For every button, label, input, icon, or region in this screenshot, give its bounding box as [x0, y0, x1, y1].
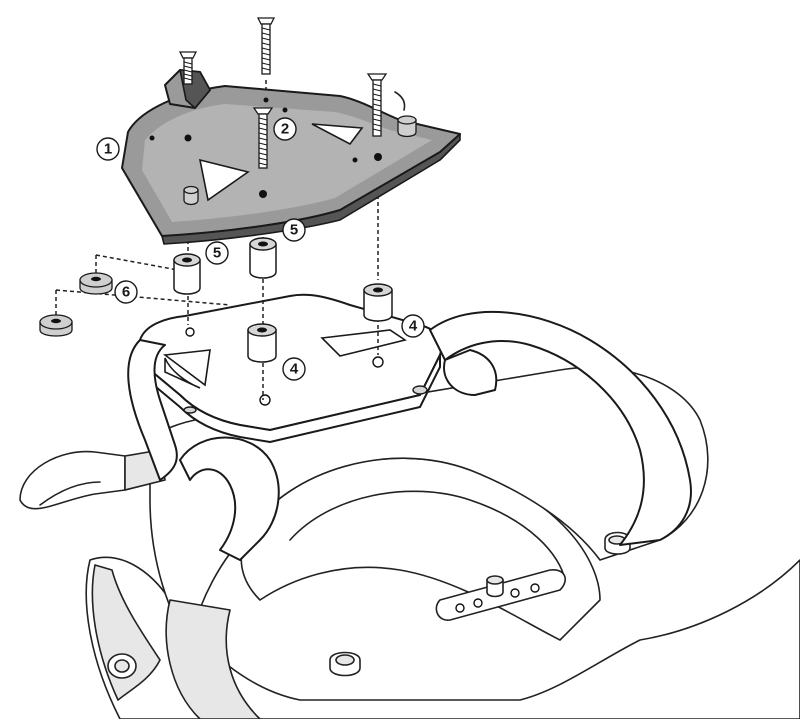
- callout-1-label: 1: [104, 141, 112, 158]
- callout-1: 1: [96, 137, 120, 161]
- mounting-plate: [121, 69, 461, 245]
- nut-upper: [79, 272, 113, 295]
- callout-6: 6: [114, 280, 138, 304]
- bolt-top-middle: [256, 17, 276, 75]
- spacer-lower-center: [247, 323, 277, 363]
- callout-5-left: 5: [205, 241, 229, 265]
- callout-4-center: 4: [282, 357, 306, 381]
- callout-2-label: 2: [281, 121, 289, 138]
- callout-5-left-label: 5: [213, 245, 221, 262]
- spacer-lower-right: [363, 283, 393, 322]
- bolt-center: [252, 107, 274, 169]
- callout-4-right-label: 4: [409, 318, 418, 335]
- bolt-right: [366, 73, 388, 137]
- callout-5-right: 5: [282, 218, 306, 242]
- spacer-upper-right: [249, 237, 277, 279]
- callout-2: 2: [273, 117, 297, 141]
- spacer-upper-left: [173, 253, 201, 295]
- callout-5-right-label: 5: [290, 222, 298, 239]
- spacers-lower: [247, 283, 393, 363]
- nuts: [39, 272, 113, 337]
- bolt-top-left: [178, 51, 198, 85]
- callout-4-right: 4: [401, 314, 425, 338]
- callout-4-center-label: 4: [290, 361, 299, 378]
- spacers-upper: [173, 237, 277, 295]
- callout-6-label: 6: [122, 284, 130, 301]
- nut-lower: [39, 314, 73, 337]
- bolt-set: [178, 17, 388, 169]
